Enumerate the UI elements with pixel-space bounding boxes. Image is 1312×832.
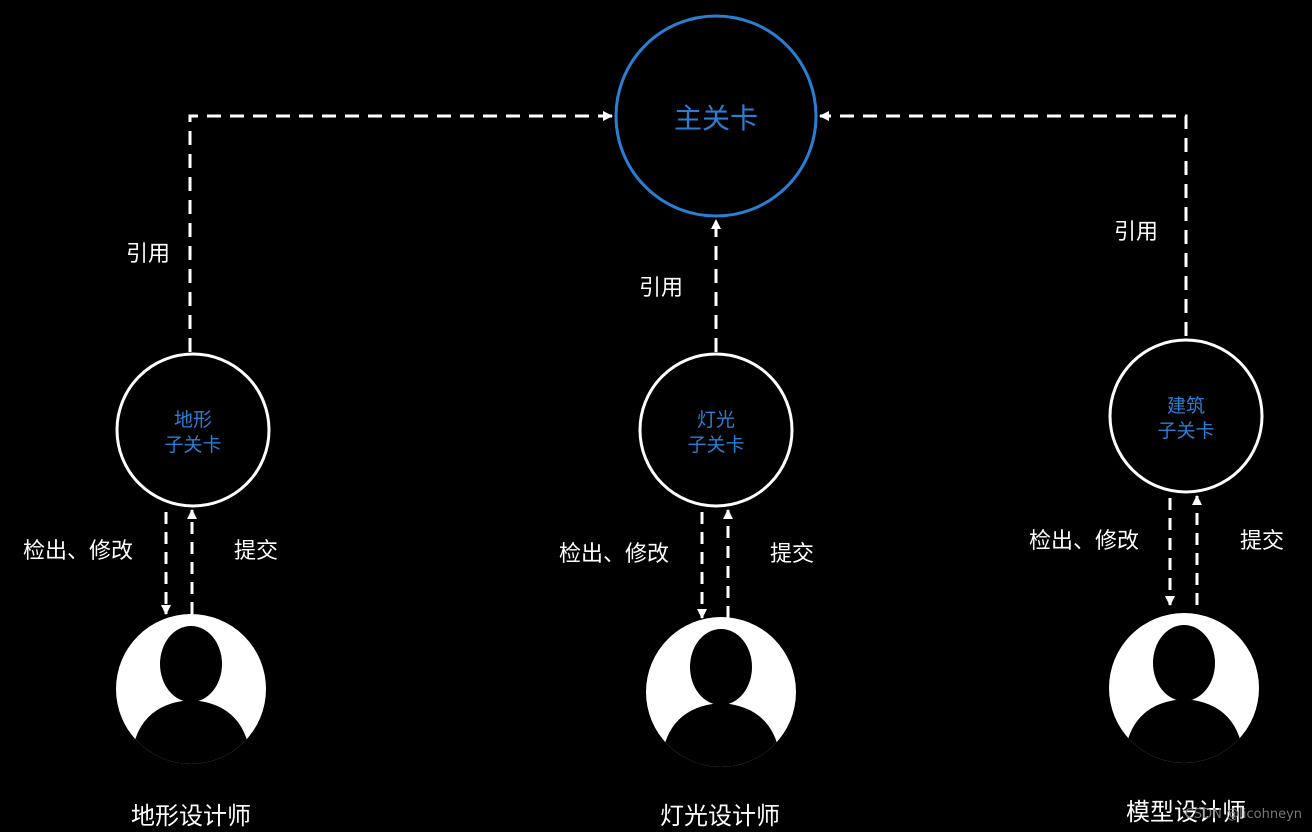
terrain-sub-level-node: 地形 子关卡 (115, 352, 271, 508)
lighting-sub-level-title: 灯光 (697, 409, 735, 431)
building-sub-level-subtitle: 子关卡 (1157, 420, 1214, 442)
lighting-sub-level-subtitle: 子关卡 (687, 434, 744, 456)
building-column: 引用 建筑 子关卡 检出、修改 提交 模型设计师 (1029, 220, 1284, 826)
lighting-column: 引用 灯光 子关卡 检出、修改 提交 灯光设计师 (559, 276, 814, 830)
terrain-column: 引用 地形 子关卡 检出、修改 提交 地形设计师 (23, 242, 278, 830)
building-submit-label: 提交 (1240, 529, 1284, 554)
lighting-checkout-label: 检出、修改 (559, 542, 669, 567)
building-sub-level-title: 建筑 (1167, 395, 1205, 417)
terrain-checkout-label: 检出、修改 (23, 539, 133, 564)
reference-connectors (188, 111, 1188, 352)
terrain-designer-label: 地形设计师 (131, 802, 251, 830)
building-reference-line (819, 111, 1188, 336)
building-sub-level-node: 建筑 子关卡 (1108, 338, 1264, 494)
main-level-label: 主关卡 (674, 102, 758, 135)
building-checkout-label: 检出、修改 (1029, 529, 1139, 554)
terrain-designer-avatar-icon (116, 614, 266, 764)
building-designer-avatar-icon (1109, 613, 1259, 763)
watermark: CSDN @Iicohneyn (1184, 807, 1302, 822)
building-designer-label: 模型设计师 (1126, 798, 1246, 826)
terrain-reference-line (188, 111, 613, 352)
terrain-reference-label: 引用 (126, 242, 170, 267)
lighting-submit-label: 提交 (770, 542, 814, 567)
terrain-submit-label: 提交 (234, 539, 278, 564)
building-reference-label: 引用 (1114, 220, 1158, 245)
lighting-reference-label: 引用 (639, 276, 683, 301)
terrain-sub-level-title: 地形 (174, 409, 212, 431)
lighting-designer-avatar-icon (646, 617, 796, 767)
terrain-sub-level-subtitle: 子关卡 (164, 434, 221, 456)
lighting-sub-level-node: 灯光 子关卡 (638, 352, 794, 508)
lighting-designer-label: 灯光设计师 (660, 802, 780, 830)
main-level-node: 主关卡 (614, 14, 818, 218)
